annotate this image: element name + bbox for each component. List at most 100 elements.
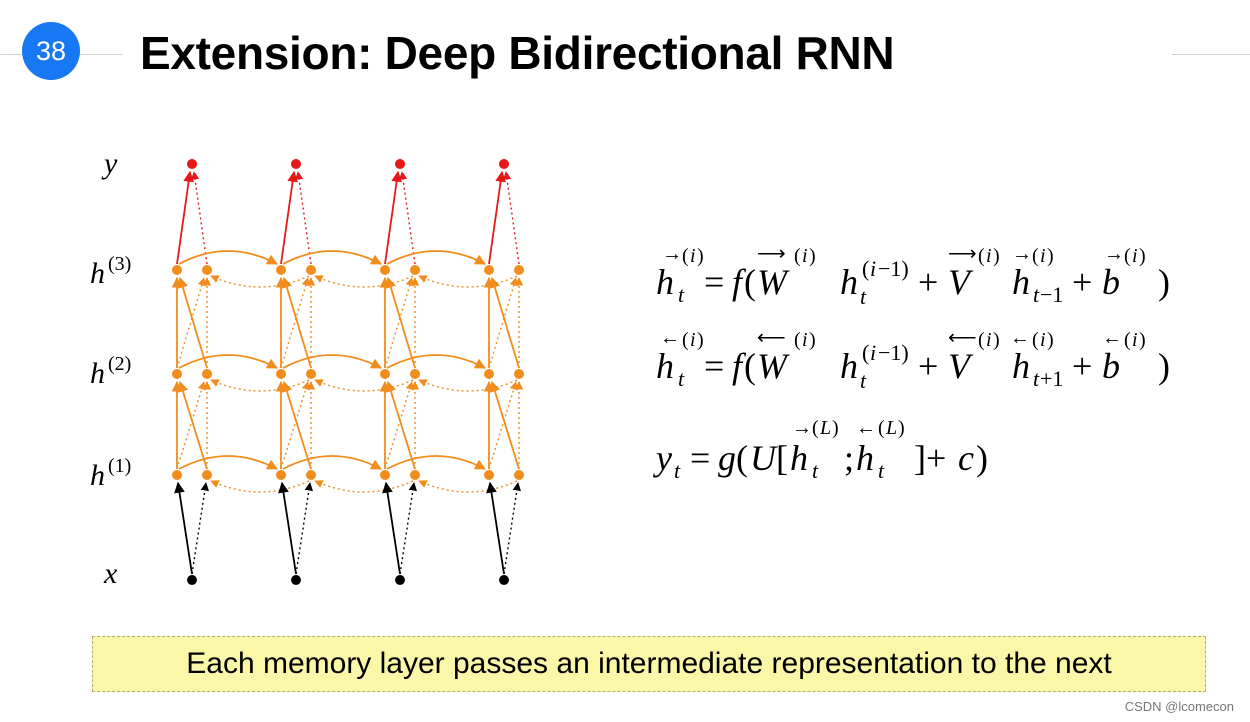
svg-text:⟶: ⟶ [948, 243, 977, 265]
edge-recurrent-forward [386, 455, 486, 470]
edge-layer-b-f [281, 380, 312, 470]
hidden-node-backward [306, 369, 316, 379]
hidden-node-backward [410, 265, 420, 275]
edge-recurrent-forward [178, 455, 278, 470]
edge-layer-b-f [177, 276, 208, 369]
svg-text:(: ( [862, 256, 869, 281]
svg-text:b: b [1102, 346, 1120, 386]
svg-text:h: h [1012, 346, 1030, 386]
edge-layer-f-b [488, 277, 518, 369]
svg-text:t: t [860, 284, 867, 309]
edge-output-forward [176, 170, 194, 265]
svg-text:h: h [1012, 262, 1030, 302]
svg-text:→: → [792, 417, 812, 439]
hidden-node-backward [410, 470, 420, 480]
edge-recurrent-forward [282, 250, 382, 265]
edge-layer-f-b [176, 277, 206, 369]
svg-text:(: ( [978, 245, 985, 267]
svg-text:←: ← [856, 417, 876, 439]
svg-text:(: ( [1032, 245, 1039, 267]
edge-input-backward [295, 482, 314, 575]
svg-text:(: ( [682, 329, 689, 351]
label-y: y [101, 147, 118, 180]
edge-recurrent-backward [314, 275, 414, 288]
hidden-node-backward [306, 265, 316, 275]
svg-text:L: L [885, 417, 897, 439]
svg-text:(: ( [736, 438, 748, 478]
hidden-node-forward [380, 265, 390, 275]
svg-text:t: t [1033, 282, 1040, 307]
edge-output-backward [190, 171, 208, 265]
hidden-node-backward [202, 369, 212, 379]
svg-text:←: ← [1102, 327, 1122, 349]
edge-layer-f-b [280, 381, 310, 470]
svg-text:(: ( [878, 417, 885, 439]
svg-text:⟶: ⟶ [757, 243, 786, 265]
svg-text:h: h [790, 438, 808, 478]
edge-recurrent-backward [418, 275, 518, 288]
edge-input-forward [174, 481, 193, 575]
edge-recurrent-backward [210, 275, 310, 288]
edge-recurrent-backward [418, 480, 518, 493]
svg-text:+1: +1 [1040, 366, 1063, 391]
svg-text:t: t [1033, 366, 1040, 391]
svg-text:h: h [840, 262, 858, 302]
hidden-node-forward [380, 470, 390, 480]
edge-recurrent-backward [210, 480, 310, 493]
svg-text:]+: ]+ [914, 438, 946, 478]
svg-text:←: ← [660, 327, 680, 349]
svg-text:i: i [1132, 245, 1138, 267]
input-node [395, 575, 405, 585]
svg-text:[: [ [776, 438, 788, 478]
slide-title: Extension: Deep Bidirectional RNN [140, 27, 895, 79]
svg-text:(: ( [794, 329, 801, 351]
svg-text:W: W [757, 346, 790, 386]
edge-output-backward [294, 171, 312, 265]
output-node [395, 159, 405, 169]
input-node [291, 575, 301, 585]
svg-text:(: ( [1032, 329, 1039, 351]
svg-text:t: t [812, 458, 819, 483]
svg-text:;: ; [844, 438, 854, 478]
input-node [499, 575, 509, 585]
edge-output-backward [398, 171, 416, 265]
svg-text:h: h [840, 346, 858, 386]
hidden-node-backward [202, 470, 212, 480]
input-node [187, 575, 197, 585]
edge-recurrent-forward [282, 354, 382, 369]
svg-text:(: ( [812, 417, 819, 439]
svg-text:(: ( [862, 340, 869, 365]
hidden-node-forward [484, 369, 494, 379]
edge-recurrent-forward [178, 250, 278, 265]
svg-text:i: i [1040, 245, 1046, 267]
svg-text:⟵: ⟵ [757, 327, 786, 349]
svg-text:): ) [1158, 346, 1170, 386]
edge-layer-f-b [176, 381, 206, 470]
edge-layer-f-b [384, 277, 414, 369]
edge-recurrent-backward [210, 379, 310, 392]
svg-text:c: c [958, 438, 974, 478]
hidden-node-forward [276, 470, 286, 480]
svg-text:): ) [832, 417, 839, 439]
hidden-node-forward [276, 265, 286, 275]
slide-number-badge: 38 [22, 22, 80, 80]
edge-input-backward [503, 482, 522, 575]
diagram-edges [171, 170, 524, 575]
svg-text:−1): −1) [878, 256, 909, 281]
edge-layer-b-f [385, 380, 416, 470]
svg-text:i: i [986, 245, 992, 267]
edge-recurrent-forward [386, 354, 486, 369]
svg-text:y: y [653, 438, 672, 478]
hidden-node-backward [202, 265, 212, 275]
svg-text:→: → [1012, 243, 1032, 265]
edge-input-forward [486, 481, 505, 575]
hidden-node-backward [306, 470, 316, 480]
hidden-node-backward [514, 265, 524, 275]
header-rule-left [0, 54, 22, 55]
header-rule-mid [80, 54, 122, 55]
svg-text:=: = [704, 346, 724, 386]
svg-text:): ) [1047, 329, 1054, 351]
equation-backward-hidden: h t ← (i) = f ( W ⟵ (i) h t (i−1) + V ⟵ … [652, 326, 1182, 405]
label-h1: h [90, 459, 105, 492]
edge-layer-f-b [280, 277, 310, 369]
